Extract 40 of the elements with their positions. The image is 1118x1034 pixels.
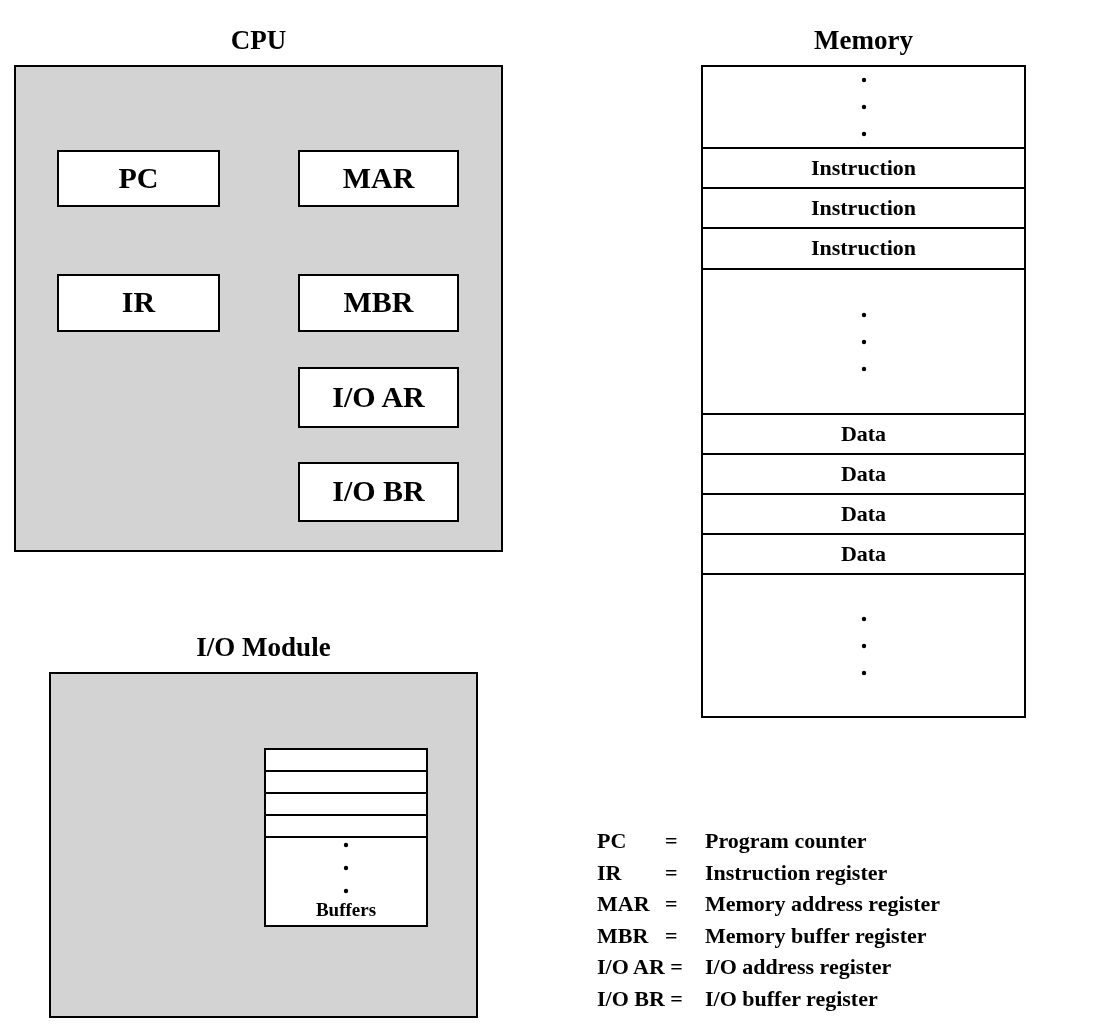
register-label: I/O AR [331, 379, 426, 414]
register-label: PC [117, 160, 160, 195]
buffer-label: Buffers [314, 899, 378, 921]
equals-sign: = [665, 922, 678, 949]
definition-text: Program counter [705, 828, 867, 854]
cell-label: Instruction [809, 154, 918, 181]
cell-label: Data [839, 540, 888, 567]
section-title: CPU [229, 25, 288, 56]
abbreviation-text: IR [597, 859, 622, 886]
buffer-stack [264, 748, 428, 927]
definition-text: Memory buffer register [705, 922, 927, 949]
register-box [298, 462, 459, 522]
register-label: MBR [342, 285, 415, 319]
equals-sign: = [665, 891, 678, 917]
definition-text: I/O address register [705, 954, 892, 980]
equals-sign: = [665, 859, 678, 886]
cell-label: Instruction [809, 235, 918, 262]
abbreviation-text: MBR [597, 922, 649, 949]
abbreviation-text: PC [597, 828, 627, 854]
abbreviation-text: I/O AR = [597, 954, 683, 980]
definition-text: Instruction register [705, 859, 888, 886]
abbreviation-text: MAR [597, 891, 650, 917]
register-box [298, 367, 459, 428]
equals-sign: = [665, 828, 678, 854]
register-box [298, 274, 459, 332]
register-box [57, 150, 220, 207]
cell-label: Data [839, 460, 888, 487]
definition-text: I/O buffer register [705, 985, 878, 1012]
register-label: I/O BR [331, 474, 426, 508]
cell-label: Instruction [809, 194, 918, 221]
abbreviation-text: I/O BR = [597, 985, 683, 1012]
section-title: Memory [813, 25, 914, 56]
register-label: MAR [341, 160, 416, 195]
register-box [298, 150, 459, 207]
register-box [57, 274, 220, 332]
cell-label: Data [839, 420, 888, 447]
register-label: IR [120, 285, 157, 319]
definition-text: Memory address register [705, 891, 940, 917]
cell-label: Data [839, 500, 888, 527]
section-title: I/O Module [195, 632, 332, 663]
